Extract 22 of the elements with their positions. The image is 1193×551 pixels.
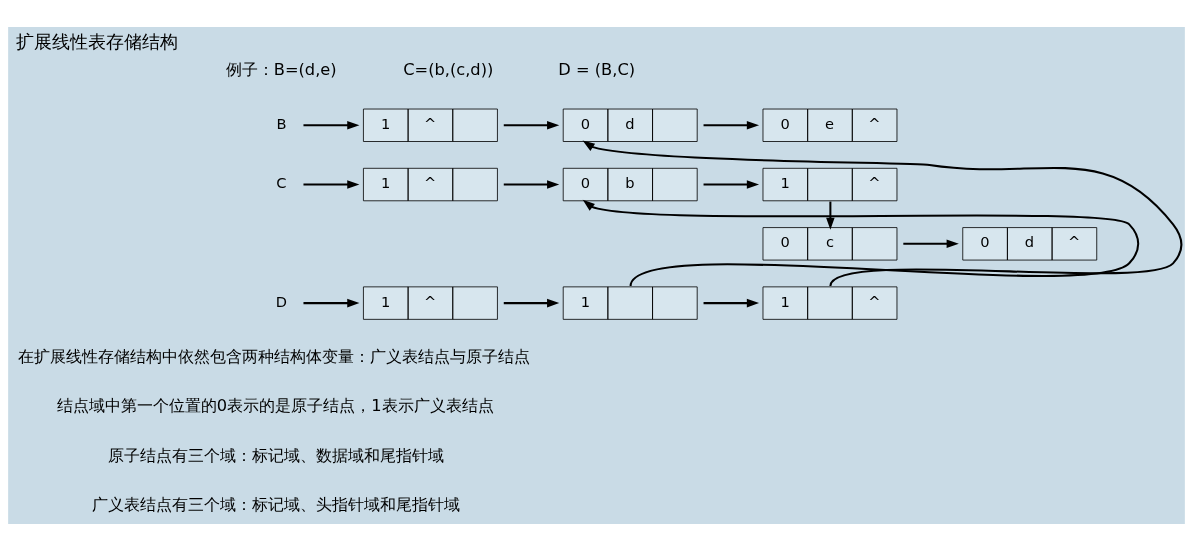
node-text: D bbox=[275, 292, 288, 310]
diagram-title: 扩展线性表存储结构 bbox=[16, 30, 179, 52]
arrow bbox=[303, 298, 360, 308]
label: 结点域中第一个位置的0表示的是原子结点，1表示广义表结点 bbox=[56, 396, 494, 416]
arrow bbox=[503, 298, 560, 308]
node-text: B bbox=[276, 114, 287, 132]
arrow bbox=[503, 180, 560, 189]
arrow bbox=[582, 140, 1183, 287]
node-text: C bbox=[276, 174, 287, 192]
label: 在扩展线性存储结构中依然包含两种结构体变量：广义表结点与原子结点 bbox=[17, 346, 530, 366]
arrow bbox=[303, 180, 360, 189]
label: 原子结点有三个域：标记域、数据域和尾指针域 bbox=[108, 445, 445, 465]
label: D = (B,C) bbox=[558, 59, 636, 79]
arrow bbox=[703, 298, 760, 308]
label: 广义表结点有三个域：标记域、头指针域和尾指针域 bbox=[92, 495, 461, 515]
arrow bbox=[303, 121, 360, 130]
arrow bbox=[703, 121, 760, 130]
label: 例子：B=(d,e) bbox=[225, 59, 337, 79]
label: C=(b,(c,d)) bbox=[403, 59, 494, 79]
arrow bbox=[903, 239, 959, 249]
arrow bbox=[503, 121, 560, 130]
arrow bbox=[703, 180, 760, 189]
